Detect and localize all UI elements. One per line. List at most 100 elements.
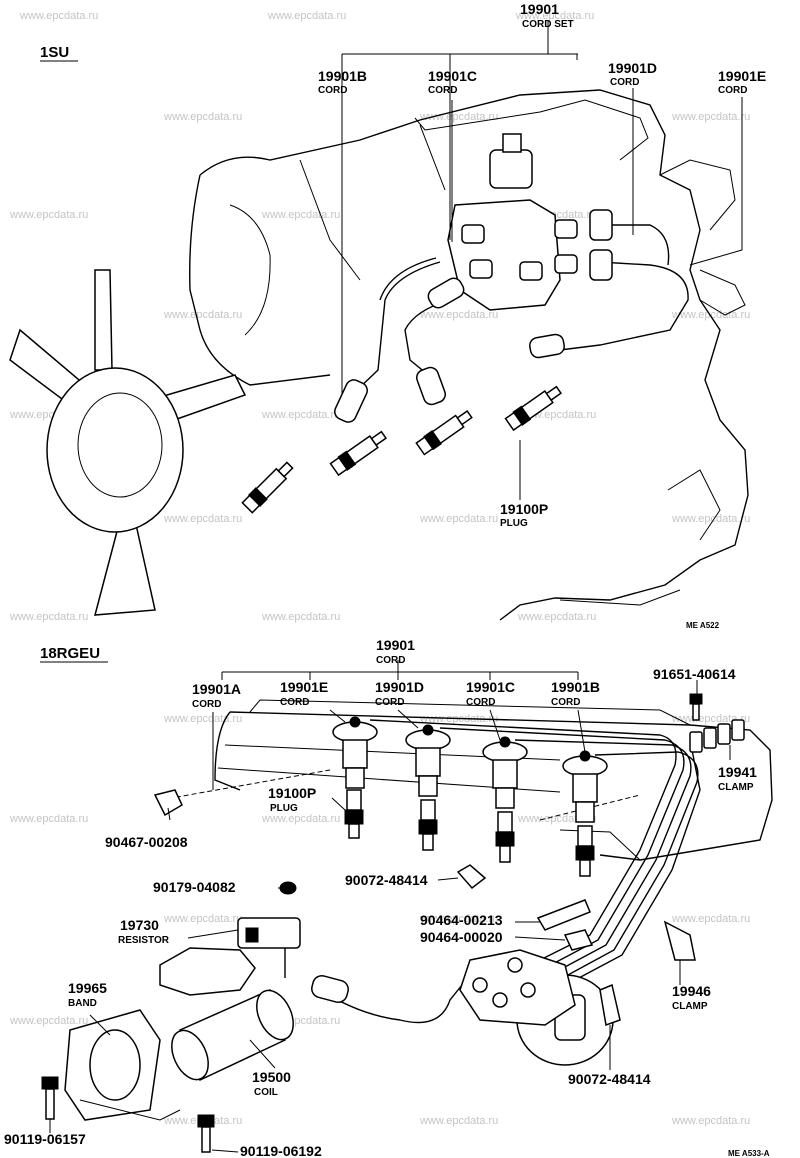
- callout-cord-e: 19901E CORD: [280, 679, 328, 708]
- callout-cord-d: 19901D CORD: [608, 60, 657, 88]
- watermark: www.epcdata.ru: [261, 209, 340, 221]
- distributor-tower: [519, 261, 543, 281]
- spark-plug: [415, 410, 473, 456]
- spark-plug: [575, 825, 595, 877]
- part-number: 19901: [376, 637, 415, 653]
- part-number: 19946: [672, 983, 711, 999]
- plug-tower: [562, 750, 608, 823]
- watermark: www.epcdata.ru: [517, 611, 596, 623]
- section-label: 1SU: [40, 44, 69, 61]
- plug-tower: [482, 736, 528, 809]
- watermark: www.epcdata.ru: [9, 1015, 88, 1027]
- engine-block: [189, 89, 749, 621]
- clip-90464-00020: [563, 929, 594, 951]
- coil-band: [64, 1009, 181, 1121]
- section-label: 18RGEU: [40, 645, 100, 662]
- watermark: www.epcdata.ru: [9, 813, 88, 825]
- distributor-shaft: [502, 133, 522, 153]
- part-number: 19100P: [500, 501, 548, 517]
- part-number: 19901E: [718, 68, 766, 84]
- part-name: CORD SET: [522, 19, 574, 30]
- callout-cord-main: 19901 CORD: [376, 637, 415, 666]
- watermark: www.epcdata.ru: [9, 611, 88, 623]
- part-number: 91651-40614: [653, 666, 736, 682]
- watermark: www.epcdata.ru: [515, 10, 594, 22]
- clamp-19941: [689, 719, 745, 753]
- part-number: 19901B: [318, 68, 367, 84]
- part-number: 90464-00020: [420, 929, 503, 945]
- part-number: 90072-48414: [568, 1071, 651, 1087]
- part-number: 19901A: [192, 681, 241, 697]
- part-name: CORD: [466, 697, 495, 708]
- section-1su: 1SU: [9, 1, 766, 630]
- coil-end: [256, 989, 294, 1041]
- part-number: 19965: [68, 980, 107, 996]
- part-number: 19901C: [428, 68, 477, 84]
- coil-cord-boot: [311, 974, 349, 1004]
- watermark: www.epcdata.ru: [671, 913, 750, 925]
- watermark: www.epcdata.ru: [9, 209, 88, 221]
- part-number: 19901D: [608, 60, 657, 76]
- clip-90072: [456, 864, 487, 890]
- cord-19901b: [354, 261, 441, 393]
- distributor: [459, 949, 614, 1066]
- part-name: PLUG: [270, 803, 298, 814]
- part-name: CORD: [280, 697, 309, 708]
- spark-plug: [495, 811, 515, 863]
- callout-cord-c: 19901C CORD: [466, 679, 515, 708]
- callout-band: 19965 BAND: [68, 980, 107, 1009]
- part-number: 19500: [252, 1069, 291, 1085]
- watermark: www.epcdata.ru: [261, 813, 340, 825]
- callout-holder-90464-00213: 90464-00213: [420, 912, 503, 928]
- spark-plug: [418, 799, 438, 851]
- watermark: www.epcdata.ru: [163, 513, 242, 525]
- callout-cord-d: 19901D CORD: [375, 679, 424, 708]
- distributor-cap-top: [489, 149, 533, 189]
- coil-base: [171, 1029, 209, 1081]
- plug-tower: [405, 724, 451, 797]
- watermark: www.epcdata.ru: [163, 913, 242, 925]
- callout-cord-set: 19901 CORD SET: [520, 1, 574, 30]
- part-number: 90119-06192: [240, 1143, 322, 1158]
- callout-clip-90072-b: 90072-48414: [568, 1071, 651, 1087]
- part-name: BAND: [68, 998, 97, 1009]
- plug-boot: [427, 277, 465, 309]
- holder-90464-00213: [536, 899, 591, 931]
- clip-90467: [153, 789, 183, 817]
- small-fasteners: [153, 789, 696, 1027]
- fan-hub: [46, 367, 184, 533]
- fan-blade: [94, 269, 113, 371]
- part-name: CLAMP: [718, 782, 754, 793]
- watermark: www.epcdata.ru: [671, 1115, 750, 1127]
- callout-nut-90179: 90179-04082: [153, 879, 236, 895]
- part-number: 19730: [120, 917, 159, 933]
- part-name: CORD: [428, 85, 457, 96]
- distributor: [447, 133, 578, 311]
- callout-coil: 19500 COIL: [252, 1069, 291, 1098]
- watermark: www.epcdata.ru: [671, 513, 750, 525]
- fan-blade: [94, 519, 156, 616]
- part-name: CLAMP: [672, 1001, 708, 1012]
- watermark: www.epcdata.ru: [163, 111, 242, 123]
- clip-90072: [599, 983, 621, 1027]
- part-name: CORD: [376, 655, 405, 666]
- watermark: www.epcdata.ru: [163, 713, 242, 725]
- spark-plugs: [241, 385, 563, 514]
- part-name: CORD: [375, 697, 404, 708]
- part-name: COIL: [254, 1087, 278, 1098]
- cooling-fan: [9, 269, 247, 616]
- callout-leaders: [49, 660, 731, 1153]
- callout-bolt-91651: 91651-40614: [653, 666, 736, 682]
- watermark: www.epcdata.ru: [419, 913, 498, 925]
- part-name: PLUG: [500, 518, 528, 529]
- distributor-tower: [554, 219, 578, 239]
- distributor-body: [447, 199, 561, 311]
- distributor-cap: [459, 949, 576, 1026]
- ignition-coil: [171, 988, 294, 1082]
- part-number: 19901B: [551, 679, 600, 695]
- cord-19901d: [610, 224, 670, 266]
- part-name: RESISTOR: [118, 935, 170, 946]
- plug-boot: [589, 209, 613, 241]
- resistor-19730: [159, 917, 301, 996]
